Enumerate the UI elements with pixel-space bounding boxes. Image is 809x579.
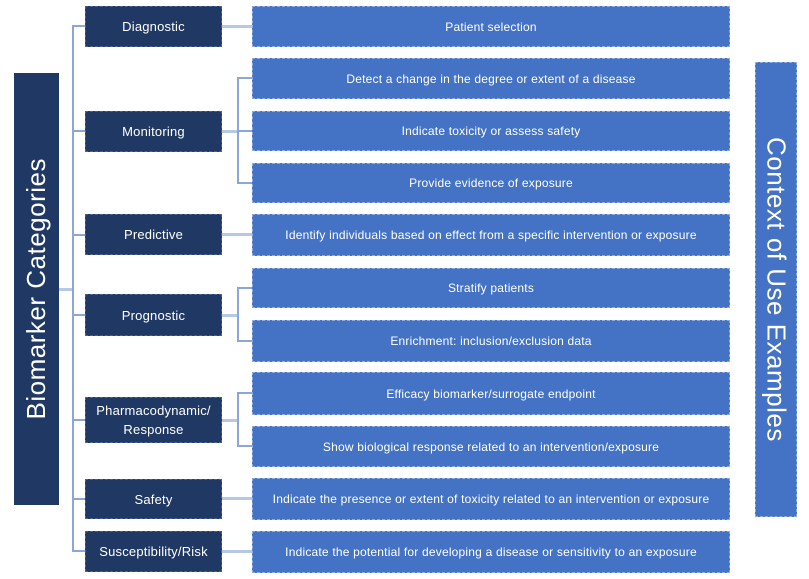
connector-susceptibility [222,550,252,553]
category-box-monitoring: Monitoring [85,111,222,152]
bar-to-spine-connector [59,288,72,291]
category-spine-line [72,26,74,552]
example-box-indicate-presence-toxicity: Indicate the presence or extent of toxic… [252,478,730,520]
example-label: Efficacy biomarker/surrogate endpoint [386,386,596,401]
connector-predictive [222,233,252,236]
spine-tick-diagnostic [72,25,85,27]
example-label: Provide evidence of exposure [409,176,573,190]
connector-prognostic-stub [222,314,238,317]
connector-monitoring-stub [222,130,238,133]
category-box-predictive: Predictive [85,214,222,255]
category-box-safety: Safety [85,479,222,519]
spine-tick-monitoring [72,130,85,132]
example-box-identify-individuals: Identify individuals based on effect fro… [252,214,730,256]
category-label-diagnostic: Diagnostic [122,19,185,34]
prognostic-tick-2 [237,340,252,342]
example-box-patient-selection: Patient selection [252,6,730,47]
pharmacodynamic-tick-2 [237,445,252,447]
example-label: Stratify patients [447,281,535,295]
monitoring-tick-2 [237,130,252,132]
example-label: Show biological response related to an i… [322,439,660,454]
prognostic-tick-1 [237,287,252,289]
category-box-pharmacodynamic-response: Pharmacodynamic/ Response [85,397,222,443]
connector-pharmacodynamic-stub [222,419,238,422]
example-label: Indicate the potential for developing a … [285,545,697,559]
category-box-diagnostic: Diagnostic [85,6,222,47]
monitoring-tick-3 [237,182,252,184]
prognostic-bracket-line [237,288,239,341]
pharmacodynamic-bracket-line [237,393,239,446]
example-box-enrichment: Enrichment: inclusion/exclusion data [252,320,730,362]
spine-tick-safety [72,498,85,500]
example-box-show-biological-response: Show biological response related to an i… [252,426,730,467]
example-box-indicate-potential-disease: Indicate the potential for developing a … [252,531,730,573]
pharmacodynamic-tick-1 [237,392,252,394]
spine-tick-susceptibility [72,550,85,552]
context-of-use-examples-label: Context of Use Examples [761,137,792,442]
category-label-prognostic: Prognostic [121,307,186,323]
category-box-prognostic: Prognostic [85,294,222,336]
example-box-provide-evidence: Provide evidence of exposure [252,163,730,203]
category-box-susceptibility-risk: Susceptibility/Risk [85,531,222,572]
category-label-safety: Safety [134,491,173,507]
example-label: Enrichment: inclusion/exclusion data [390,334,592,348]
biomarker-categories-label: Biomarker Categories [21,158,51,420]
biomarker-categories-bar: Biomarker Categories [14,73,59,505]
example-box-detect-change: Detect a change in the degree or extent … [252,58,730,99]
spine-tick-prognostic [72,314,85,316]
connector-diagnostic [222,25,252,28]
example-label: Indicate toxicity or assess safety [401,124,581,138]
category-label-pharmacodynamic-response: Pharmacodynamic/ Response [96,403,211,437]
example-label: Indicate the presence or extent of toxic… [272,492,710,506]
spine-tick-pharmacodynamic [72,419,85,421]
category-label-predictive: Predictive [123,227,184,242]
spine-tick-predictive [72,234,85,236]
example-label: Patient selection [445,19,537,34]
example-box-efficacy-biomarker: Efficacy biomarker/surrogate endpoint [252,372,730,415]
category-label-monitoring: Monitoring [122,124,185,139]
example-box-indicate-toxicity: Indicate toxicity or assess safety [252,111,730,151]
example-box-stratify-patients: Stratify patients [252,268,730,308]
context-of-use-examples-bar: Context of Use Examples [755,62,797,517]
example-label: Identify individuals based on effect fro… [285,228,697,242]
example-label: Detect a change in the degree or extent … [346,71,636,86]
monitoring-tick-1 [237,77,252,79]
category-label-susceptibility-risk: Susceptibility/Risk [99,544,208,559]
connector-safety [222,497,252,500]
